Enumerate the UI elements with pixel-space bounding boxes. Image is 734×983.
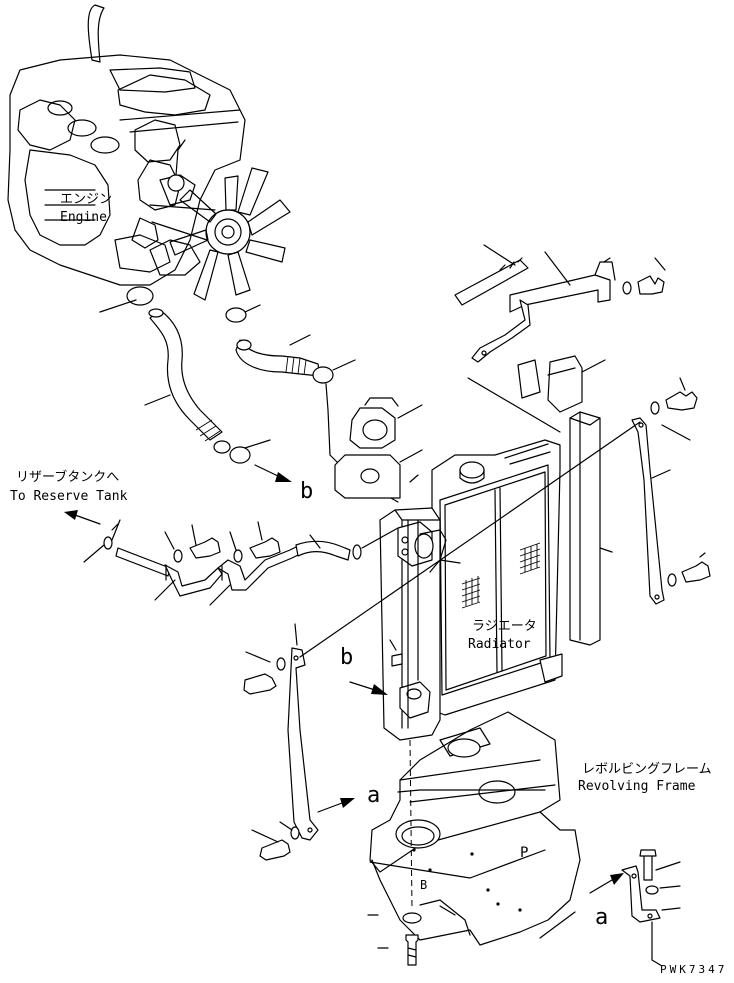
engine-label-en: Engine [60, 210, 107, 225]
frame-label-jp: レボルビングフレーム [582, 762, 712, 777]
frame-label-en: Revolving Frame [578, 779, 696, 794]
reserve-tank-label-en: To Reserve Tank [10, 489, 128, 504]
left-tie-rod [243, 421, 641, 861]
cooling-fan [169, 167, 291, 301]
reference-a-bottom: a [595, 905, 609, 930]
shroud-parts [334, 397, 423, 499]
bottom-right-bracket [621, 849, 681, 967]
reserve-tank-label-jp: リザーブタンクへ [16, 470, 120, 485]
direction-arrows [64, 464, 624, 894]
seal-parts [467, 355, 606, 433]
radiator-side-tank [379, 507, 461, 741]
radiator-core [431, 439, 563, 716]
radiator-label-jp: ラジエータ [472, 619, 537, 634]
drawing-code: PWK7347 [660, 963, 728, 976]
bottom-bolt [367, 912, 422, 966]
frame-mark-p: P [520, 845, 529, 861]
top-brackets [454, 244, 666, 363]
pipe-fasteners [164, 521, 351, 563]
right-stay [569, 377, 711, 646]
reference-b-middle: b [340, 645, 354, 670]
reference-a-middle: a [367, 783, 381, 808]
reference-b-upper: b [300, 479, 314, 504]
frame-mark-b: B [420, 878, 428, 892]
upper-hose-left [126, 286, 251, 464]
engine-block [7, 4, 291, 301]
engine-label-jp: エンジン [60, 192, 113, 207]
revolving-frame [369, 711, 581, 946]
radiator-label-en: Radiator [468, 637, 531, 652]
reserve-tank-pipe [103, 536, 362, 597]
